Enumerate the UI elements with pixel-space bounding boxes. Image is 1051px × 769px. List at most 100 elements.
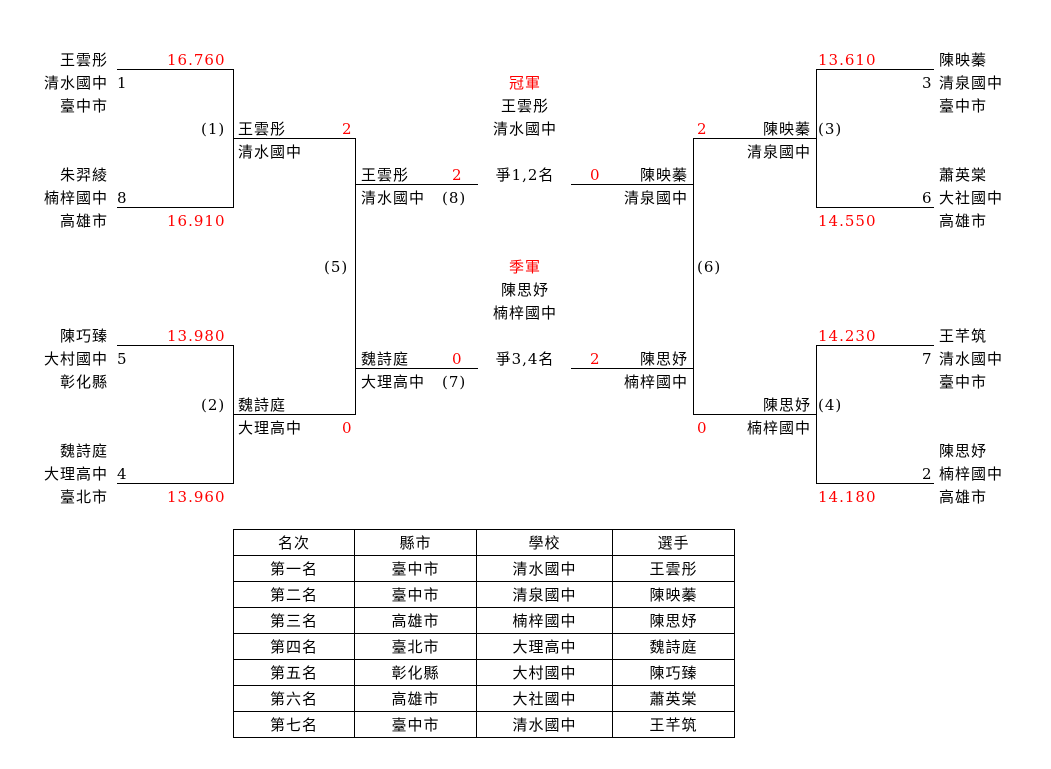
- bracket-line: [693, 138, 816, 139]
- champion-title: 冠軍: [508, 74, 541, 92]
- finalist-school: 清水國中: [361, 189, 426, 207]
- seed-school: 清泉國中: [939, 74, 1004, 92]
- seed-city: 臺中市: [939, 97, 988, 115]
- third-contender-name: 陳思妤: [639, 350, 688, 368]
- bracket-line: [233, 345, 234, 484]
- seed-city: 高雄市: [59, 212, 108, 230]
- player-cell: 王芊筑: [612, 711, 735, 738]
- seed-name: 陳巧臻: [59, 327, 108, 345]
- seed-score: 16.760: [167, 51, 226, 69]
- champion-school: 清水國中: [492, 120, 557, 138]
- player-cell: 陳巧臻: [612, 659, 735, 686]
- school-cell: 大理高中: [476, 633, 613, 660]
- table-row: 第五名 彰化縣 大村國中 陳巧臻: [233, 659, 735, 686]
- seed-city: 臺中市: [939, 373, 988, 391]
- table-row: 第二名 臺中市 清泉國中 陳映蓁: [233, 581, 735, 608]
- table-row: 第三名 高雄市 楠梓國中 陳思妤: [233, 607, 735, 634]
- winner-school: 楠梓國中: [746, 419, 811, 437]
- seed-number: 6: [922, 189, 933, 207]
- bracket-line: [233, 69, 234, 208]
- ranking-table: 名次 縣市 學校 選手 第一名 臺中市 清水國中 王雲彤 第二名 臺中市 清泉國…: [233, 529, 735, 738]
- school-cell: 大村國中: [476, 659, 613, 686]
- city-cell: 臺中市: [354, 581, 477, 608]
- seed-city: 臺北市: [59, 488, 108, 506]
- bracket-line: [117, 207, 234, 208]
- player-cell: 陳思妤: [612, 607, 735, 634]
- bracket-line: [234, 138, 356, 139]
- bracket-line: [816, 69, 817, 208]
- seed-name: 王雲彤: [59, 51, 108, 69]
- seed-number: 5: [117, 350, 128, 368]
- seed-score: 13.610: [818, 51, 877, 69]
- school-cell: 楠梓國中: [476, 607, 613, 634]
- bracket-line: [816, 207, 934, 208]
- winner-name: 陳映蓁: [762, 120, 811, 138]
- rank-cell: 第二名: [233, 581, 355, 608]
- seed-score: 14.230: [818, 327, 877, 345]
- table-header-row: 名次 縣市 學校 選手: [233, 529, 735, 556]
- seed-number: 8: [117, 189, 128, 207]
- seed-score: 14.180: [818, 488, 877, 506]
- city-cell: 高雄市: [354, 685, 477, 712]
- bracket-line: [693, 138, 694, 415]
- winner-school: 清泉國中: [746, 143, 811, 161]
- finalist-name: 陳映蓁: [639, 166, 688, 184]
- match-number: (4): [818, 396, 843, 414]
- champion-name: 王雲彤: [500, 97, 549, 115]
- winner-score: 2: [342, 120, 353, 138]
- third-place-label: 爭3,4名: [495, 350, 555, 368]
- column-header: 學校: [476, 529, 613, 556]
- seed-name: 朱羿綾: [59, 166, 108, 184]
- winner-score: 2: [697, 120, 708, 138]
- school-cell: 清水國中: [476, 555, 613, 582]
- third-place-school: 楠梓國中: [492, 304, 557, 322]
- rank-cell: 第七名: [233, 711, 355, 738]
- third-place-name: 陳思妤: [500, 281, 549, 299]
- seed-number: 3: [922, 74, 933, 92]
- seed-score: 13.960: [167, 488, 226, 506]
- bracket-line: [356, 368, 478, 369]
- match-number: (6): [697, 258, 722, 276]
- rank-cell: 第五名: [233, 659, 355, 686]
- city-cell: 臺中市: [354, 711, 477, 738]
- seed-number: 1: [117, 74, 128, 92]
- seed-score: 16.910: [167, 212, 226, 230]
- seed-school: 清水國中: [939, 350, 1004, 368]
- seed-school: 楠梓國中: [939, 465, 1004, 483]
- seed-school: 大理高中: [43, 465, 108, 483]
- winner-name: 王雲彤: [238, 120, 287, 138]
- rank-cell: 第四名: [233, 633, 355, 660]
- rank-cell: 第三名: [233, 607, 355, 634]
- player-cell: 蕭英棠: [612, 685, 735, 712]
- finalist-name: 王雲彤: [361, 166, 410, 184]
- bracket-line: [356, 184, 478, 185]
- third-contender-score: 2: [590, 350, 601, 368]
- third-contender-score: 0: [452, 350, 463, 368]
- finalist-score: 0: [590, 166, 601, 184]
- bracket-line: [816, 345, 934, 346]
- seed-school: 大社國中: [939, 189, 1004, 207]
- third-contender-school: 楠梓國中: [623, 373, 688, 391]
- seed-city: 高雄市: [939, 488, 988, 506]
- seed-score: 14.550: [818, 212, 877, 230]
- seed-city: 高雄市: [939, 212, 988, 230]
- seed-score: 13.980: [167, 327, 226, 345]
- winner-score: 0: [697, 419, 708, 437]
- seed-number: 2: [922, 465, 933, 483]
- third-contender-school: 大理高中: [361, 373, 426, 391]
- bracket-line: [117, 69, 234, 70]
- bracket-line: [571, 368, 693, 369]
- winner-school: 大理高中: [238, 419, 303, 437]
- seed-number: 4: [117, 465, 128, 483]
- school-cell: 清泉國中: [476, 581, 613, 608]
- table-row: 第一名 臺中市 清水國中 王雲彤: [233, 555, 735, 582]
- table-row: 第四名 臺北市 大理高中 魏詩庭: [233, 633, 735, 660]
- bracket-line: [355, 138, 356, 415]
- winner-name: 陳思妤: [762, 396, 811, 414]
- match-number: (8): [442, 189, 467, 207]
- match-number: (2): [201, 396, 226, 414]
- seed-name: 魏詩庭: [59, 442, 108, 460]
- bracket-line: [117, 345, 234, 346]
- city-cell: 臺北市: [354, 633, 477, 660]
- player-cell: 魏詩庭: [612, 633, 735, 660]
